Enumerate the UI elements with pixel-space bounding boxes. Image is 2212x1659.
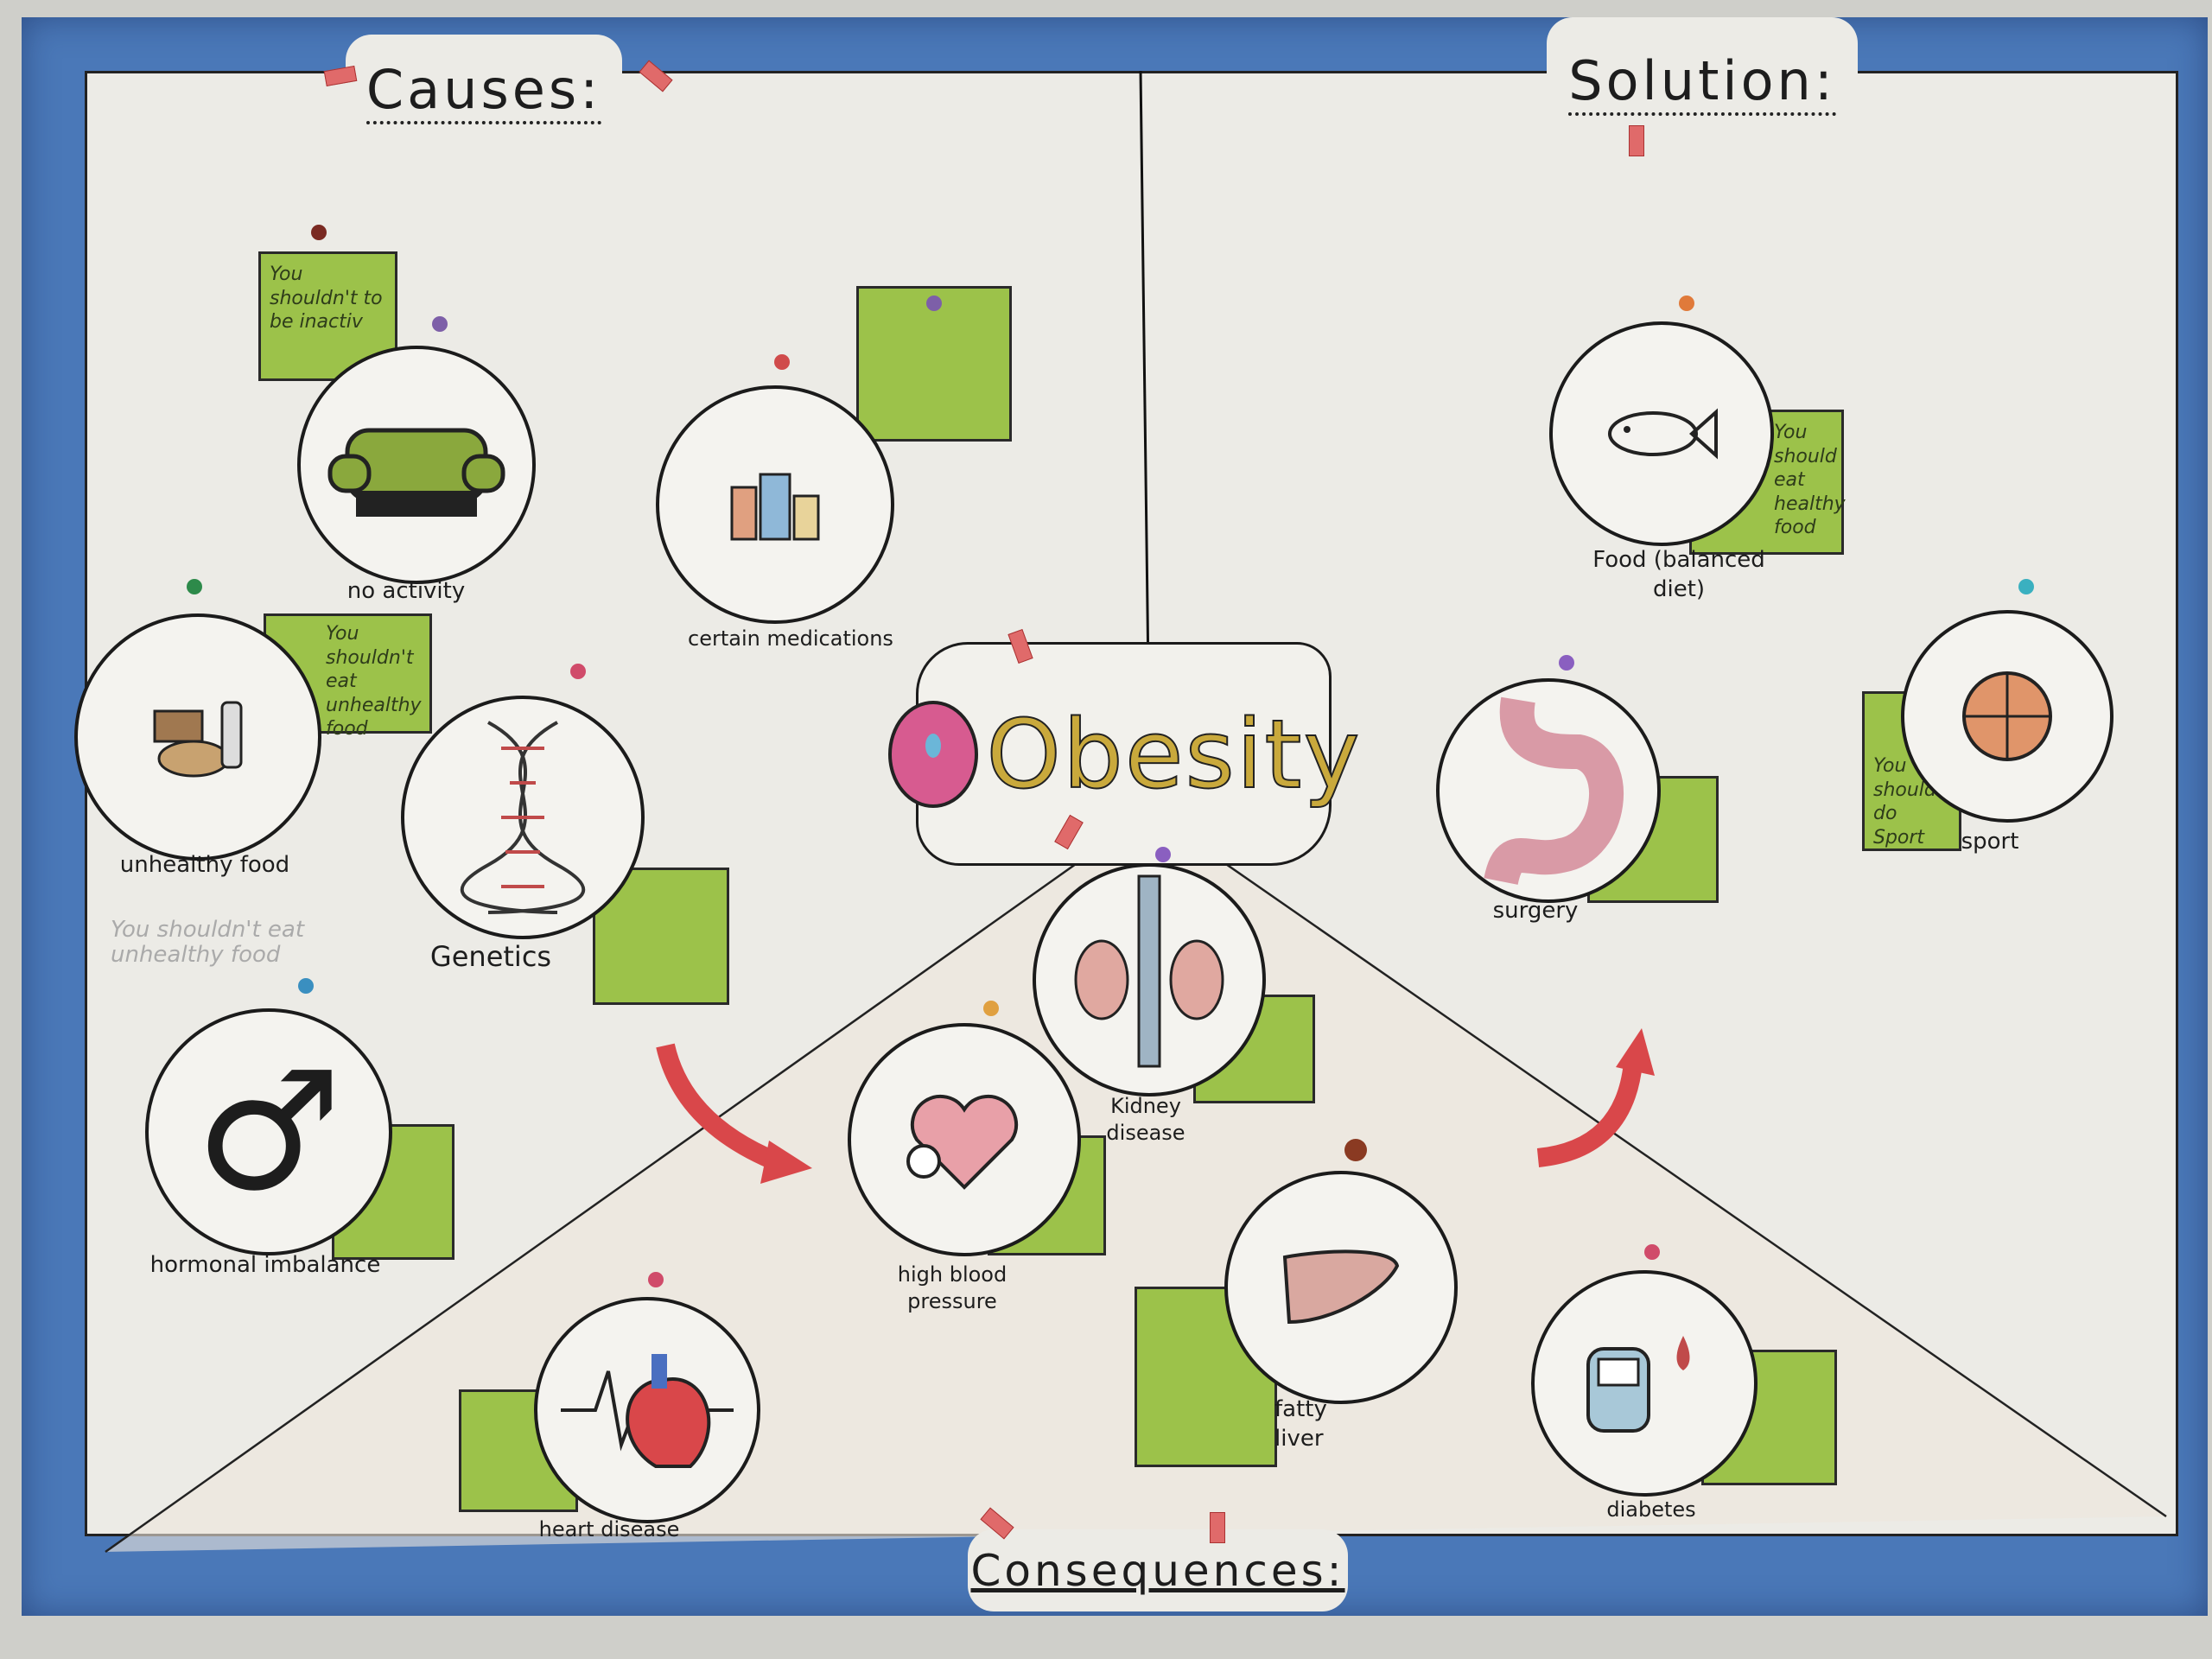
sticky-note-medications	[856, 286, 1012, 442]
heart-gauge-icon	[906, 1094, 1019, 1190]
pin	[570, 664, 586, 679]
note-text: You shouldn't to be inactiv	[270, 264, 383, 333]
arrow-consequences-to-solution	[1536, 1061, 1643, 1167]
consequence-kidney-disease	[1033, 863, 1266, 1096]
consequence-diabetes	[1531, 1270, 1758, 1497]
pin	[2018, 579, 2034, 594]
stomach-icon	[1484, 696, 1624, 886]
glucose-meter-icon	[1586, 1336, 1690, 1433]
obesity-title: Obesity	[985, 698, 1362, 810]
label-kidney-disease: Kidney disease	[1106, 1094, 1185, 1146]
label-surgery: surgery	[1492, 898, 1579, 924]
triangle-right-edge	[1149, 810, 2167, 1518]
label-diabetes: diabetes	[1606, 1497, 1696, 1522]
label-unhealthy-food: unhealthy food	[119, 852, 290, 878]
sticky-note-unhealthy-food-text-layer: You shouldn't eat unhealthy food	[264, 613, 432, 740]
causes-heading: Causes:	[346, 35, 622, 147]
junk-food-icon	[153, 701, 243, 778]
pin	[1559, 655, 1574, 671]
note-text: You should eat healthy food	[1774, 422, 1846, 538]
label-fatty-liver: fatty liver	[1274, 1396, 1327, 1452]
note-text: You shouldn't eat unhealthy food	[326, 623, 422, 740]
obesity-title-cloud: Obesity	[888, 642, 1361, 866]
sofa-icon	[327, 428, 505, 517]
liver-icon	[1282, 1249, 1400, 1325]
causes-heading-text: Causes:	[365, 58, 602, 124]
pin	[311, 225, 327, 240]
pin	[298, 978, 314, 994]
medication-bottles-icon	[730, 473, 820, 541]
label-genetics: Genetics	[429, 940, 552, 973]
cause-certain-medications	[656, 385, 894, 624]
triangle-left-edge	[105, 810, 1151, 1554]
pin	[926, 296, 942, 311]
solution-heading-text: Solution:	[1568, 49, 1836, 116]
pin	[774, 354, 790, 370]
pin	[1155, 847, 1171, 862]
solution-surgery	[1436, 678, 1661, 903]
label-hormonal-imbalance: hormonal imbalance	[149, 1252, 381, 1278]
label-heart-disease: heart disease	[538, 1517, 680, 1541]
solution-sport	[1901, 610, 2113, 823]
arrow-causes-to-consequences	[656, 1043, 782, 1172]
male-symbol-icon: ♂	[194, 1036, 343, 1227]
solution-balanced-diet	[1549, 321, 1774, 546]
cause-genetics	[401, 696, 645, 939]
pin	[432, 316, 448, 332]
pin	[648, 1272, 664, 1287]
tape	[1629, 125, 1644, 156]
label-balanced-diet: Food (balanced diet)	[1592, 547, 1765, 602]
cause-hormonal-imbalance: ♂	[145, 1008, 392, 1255]
kidneys-icon	[1074, 874, 1224, 1068]
label-certain-medications: certain medications	[688, 626, 893, 651]
pin	[1344, 1139, 1367, 1161]
consequence-fatty-liver	[1224, 1171, 1458, 1404]
consequence-heart-disease	[534, 1297, 760, 1523]
solution-heading: Solution:	[1547, 17, 1858, 147]
label-sport: sport	[1961, 829, 2019, 855]
label-high-blood-pressure: high blood pressure	[897, 1262, 1007, 1314]
heart-organ-icon	[561, 1354, 734, 1468]
pin	[983, 1001, 999, 1016]
pin	[1679, 296, 1694, 311]
label-no-activity: no activity	[346, 578, 466, 604]
dna-icon	[460, 721, 586, 914]
fish-icon	[1608, 408, 1718, 460]
basketball-icon	[1962, 671, 2052, 761]
consequences-heading-text: Consequences:	[970, 1545, 1345, 1596]
tape	[1210, 1512, 1225, 1543]
cause-unhealthy-food	[74, 613, 321, 861]
pin	[187, 579, 202, 594]
faded-note-text: You shouldn't eat unhealthy food	[111, 917, 305, 968]
cause-no-activity	[297, 346, 536, 584]
consequences-heading: Consequences:	[968, 1529, 1348, 1611]
donut-icon	[888, 700, 979, 808]
pin	[1644, 1244, 1660, 1260]
consequence-high-blood-pressure	[848, 1023, 1081, 1256]
